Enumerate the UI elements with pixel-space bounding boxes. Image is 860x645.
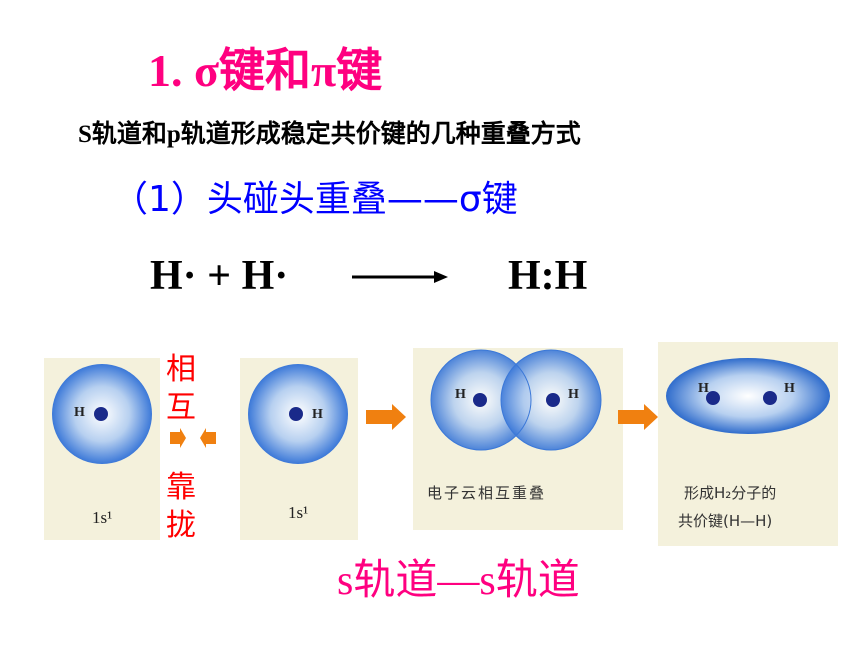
side-label-char: 互 bbox=[166, 390, 196, 425]
nucleus-label: H bbox=[312, 407, 323, 422]
nucleus-label: H bbox=[784, 381, 795, 396]
approach-arrows-icon bbox=[170, 428, 216, 448]
h2-molecule-orbital-diagram: H H 形成H₂分子的 共价键(H—H) bbox=[666, 358, 830, 530]
equation-product: H:H bbox=[508, 253, 588, 299]
side-label-char: 相 bbox=[166, 352, 196, 387]
nucleus-dot bbox=[94, 407, 108, 421]
orbital-panel-1s-right: H 1s¹ bbox=[240, 358, 358, 540]
overlap-panel: H H 电子云相互重叠 bbox=[413, 348, 623, 530]
nucleus-dot bbox=[706, 391, 720, 405]
nucleus-label: H bbox=[568, 387, 579, 402]
side-label-char: 靠 bbox=[166, 470, 196, 505]
nucleus-dot bbox=[546, 393, 560, 407]
reaction-arrow-icon bbox=[352, 271, 448, 283]
nucleus-label: H bbox=[455, 387, 466, 402]
nucleus-label: H bbox=[74, 405, 85, 420]
progress-arrow-icon bbox=[618, 404, 658, 430]
slide-subtitle: S轨道和p轨道形成稳定共价键的几种重叠方式 bbox=[78, 121, 581, 148]
nucleus-dot bbox=[289, 407, 303, 421]
section-heading: （1）头碰头重叠——σ键 bbox=[112, 179, 518, 220]
molecule-panel: H H 形成H₂分子的 共价键(H—H) bbox=[658, 342, 838, 546]
s-orbital-diagram: H 1s¹ bbox=[52, 364, 152, 527]
nucleus-dot bbox=[763, 391, 777, 405]
molecule-caption-line2: 共价键(H—H) bbox=[678, 512, 772, 530]
slide-title: 1. σ键和π键 bbox=[148, 45, 383, 96]
orbital-caption: 1s¹ bbox=[92, 508, 112, 527]
orbital-caption: 1s¹ bbox=[288, 503, 308, 522]
equation-reactants: H· + H· bbox=[150, 253, 289, 299]
orbital-type-label: s轨道—s轨道 bbox=[337, 558, 580, 604]
nucleus-dot bbox=[473, 393, 487, 407]
s-orbital-diagram: H 1s¹ bbox=[248, 364, 348, 522]
nucleus-label: H bbox=[698, 381, 709, 396]
overlap-caption: 电子云相互重叠 bbox=[427, 484, 546, 502]
molecule-caption-line1: 形成H₂分子的 bbox=[684, 484, 776, 502]
overlapping-orbitals-diagram: H H 电子云相互重叠 bbox=[427, 349, 602, 502]
side-label-char: 拢 bbox=[166, 508, 196, 543]
orbital-panel-1s-left: H 1s¹ bbox=[44, 358, 160, 540]
progress-arrow-icon bbox=[366, 404, 406, 430]
